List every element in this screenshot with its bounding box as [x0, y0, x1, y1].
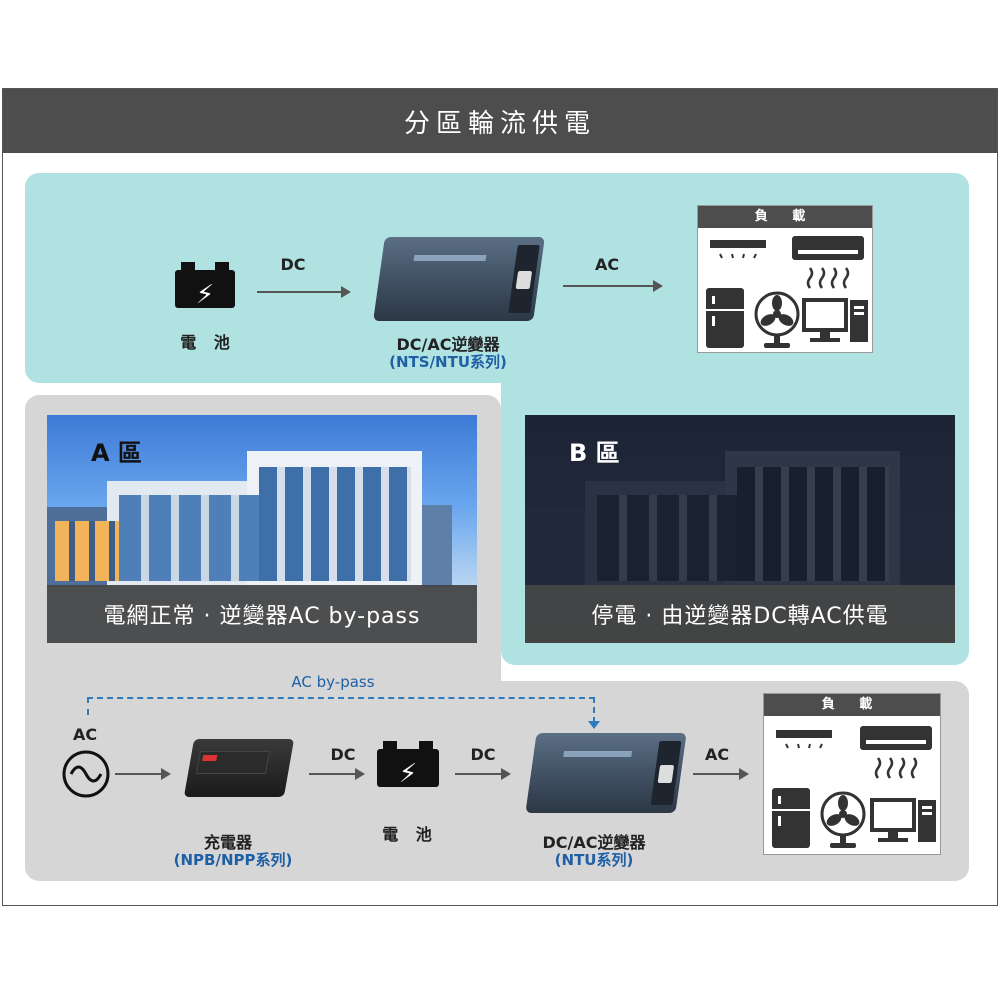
dc-label-top: DC [280, 255, 306, 274]
computer-icon [802, 298, 868, 342]
inverter-image-top [373, 237, 545, 321]
bypass-dashed-line [87, 697, 595, 699]
zone-a-photo: A 區 電網正常 · 逆變器AC by-pass [47, 415, 477, 643]
ac-label-bottom: AC [704, 745, 730, 764]
zone-b-photo: B 區 停電 · 由逆變器DC轉AC供電 [525, 415, 955, 643]
arrow-inverter-to-load-bottom [693, 768, 749, 780]
arrow-charger-to-battery [309, 768, 365, 780]
load-title-bottom: 負 載 [764, 694, 940, 716]
bypass-arrow-head [588, 721, 600, 729]
arrow-battery-to-inverter-bottom [455, 768, 511, 780]
zone-b-caption: 停電 · 由逆變器DC轉AC供電 [525, 585, 955, 643]
refrigerator-icon [706, 288, 744, 348]
battery-icon-bottom: ⚡ [377, 741, 439, 789]
inverter-image-bottom [525, 733, 687, 813]
air-conditioner-icon [792, 236, 864, 289]
inverter-series-bottom: (NTU系列) [554, 851, 634, 869]
ac-label-top: AC [594, 255, 620, 274]
dc-label-bottom-2: DC [470, 745, 496, 764]
charger-label: 充電器 [203, 833, 252, 852]
charger-series: (NPB/NPP系列) [173, 851, 293, 869]
bypass-label: AC by-pass [291, 673, 375, 691]
arrow-inverter-to-load [563, 280, 663, 292]
load-title-top: 負 載 [698, 206, 872, 228]
air-conditioner-icon [860, 726, 932, 779]
bypass-dashed-right [593, 697, 595, 723]
inverter-label-top: DC/AC逆變器 [396, 335, 500, 354]
computer-icon [870, 798, 936, 842]
range-hood-icon [776, 730, 832, 749]
battery-icon-top: ⚡ [175, 262, 235, 310]
inverter-series-top: (NTS/NTU系列) [389, 353, 507, 371]
battery-label-bottom: 電 池 [382, 825, 438, 844]
range-hood-icon [710, 240, 766, 259]
refrigerator-icon [772, 788, 810, 848]
diagram-frame: 分區輪流供電 ⚡ 電 池 DC DC/AC逆變器 (NTS/NTU系列) AC … [2, 88, 998, 906]
zone-b-name: B 區 [569, 439, 620, 467]
diagram-title: 分區輪流供電 [3, 89, 997, 153]
dc-label-bottom-1: DC [330, 745, 356, 764]
ac-source-label: AC [72, 725, 98, 744]
ac-source-icon [62, 750, 110, 798]
battery-label-top: 電 池 [180, 333, 236, 352]
fan-icon [754, 291, 800, 348]
charger-image [183, 739, 295, 797]
arrow-ac-to-charger [115, 768, 171, 780]
arrow-battery-to-inverter [257, 286, 351, 298]
zone-a-name: A 區 [91, 439, 142, 467]
load-box-bottom: 負 載 [763, 693, 941, 855]
load-box-top: 負 載 [697, 205, 873, 353]
bypass-dashed-left [87, 697, 89, 715]
fan-icon [820, 791, 866, 848]
inverter-label-bottom: DC/AC逆變器 [542, 833, 646, 852]
zone-a-caption: 電網正常 · 逆變器AC by-pass [47, 585, 477, 643]
